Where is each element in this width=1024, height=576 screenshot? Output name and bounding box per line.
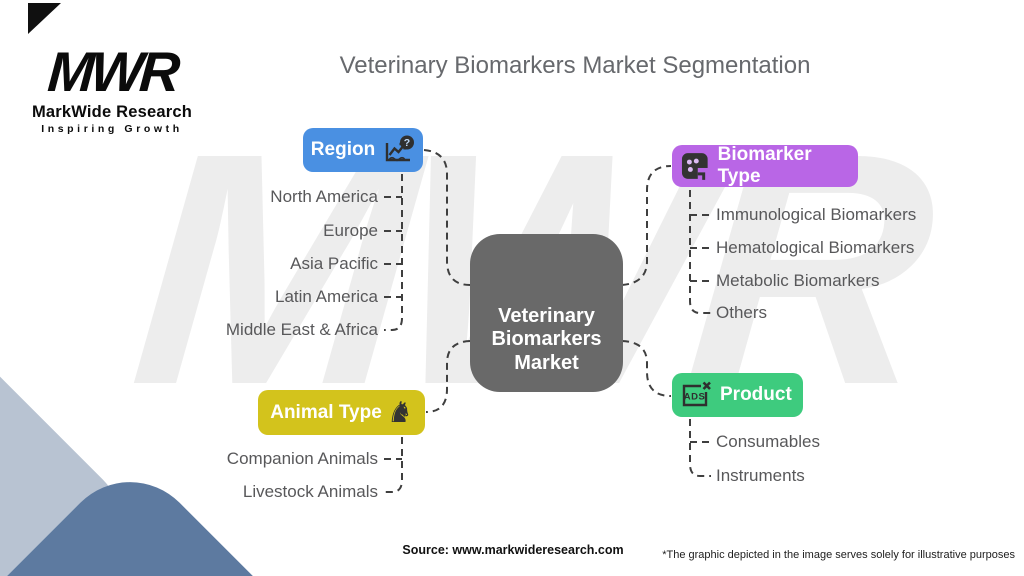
source-text: Source: www.markwideresearch.com bbox=[402, 543, 624, 557]
branch-box-animal-type: Animal Type ♞ bbox=[258, 390, 425, 435]
logo-acronym: MWR bbox=[45, 40, 179, 103]
svg-text:ADS: ADS bbox=[684, 392, 706, 403]
branch-box-product: ADS Product bbox=[672, 373, 803, 417]
ads-box-icon: ADS bbox=[682, 381, 711, 407]
connector-center-product bbox=[621, 340, 672, 397]
connector-region-center bbox=[423, 149, 471, 286]
logo-company-name: MarkWide Research bbox=[31, 103, 193, 121]
list-item-companion-animals: Companion Animals bbox=[226, 449, 378, 468]
rail-biomarker bbox=[689, 190, 711, 314]
footnote-text: *The graphic depicted in the image serve… bbox=[662, 549, 1015, 561]
list-item-latin-america: Latin America bbox=[275, 287, 378, 306]
list-item-asia-pacific: Asia Pacific bbox=[290, 254, 378, 273]
branch-label-region: Region bbox=[310, 139, 376, 160]
branch-label-biomarker-type: Biomarker Type bbox=[717, 144, 812, 187]
connector-center-animal bbox=[425, 340, 471, 413]
branch-label-product: Product bbox=[720, 384, 792, 405]
list-item-metabolic-biomarkers: Metabolic Biomarkers bbox=[716, 271, 880, 290]
branch-box-region: Region ? bbox=[303, 128, 423, 172]
branch-label-animal-type: Animal Type bbox=[270, 401, 382, 423]
line-chart-question-icon: ? bbox=[385, 135, 415, 162]
rail-region bbox=[384, 174, 403, 331]
logo-tagline: Inspiring Growth bbox=[41, 123, 183, 135]
center-node-veterinary-biomarkers-market: Veterinary Biomarkers Market bbox=[470, 234, 623, 392]
center-node-line: Veterinary bbox=[498, 304, 595, 327]
svg-text:?: ? bbox=[404, 137, 410, 149]
list-item-hematological-biomarkers: Hematological Biomarkers bbox=[716, 238, 915, 257]
rail-product bbox=[689, 419, 711, 477]
page-title: Veterinary Biomarkers Market Segmentatio… bbox=[339, 52, 811, 79]
connector-center-biomarker bbox=[621, 165, 672, 286]
list-item-others: Others bbox=[716, 303, 768, 322]
list-item-livestock-animals: Livestock Animals bbox=[242, 482, 378, 501]
horse-icon: ♞ bbox=[386, 395, 413, 429]
center-node-line: Biomarkers bbox=[491, 328, 602, 350]
rail-animal bbox=[384, 437, 403, 493]
center-node-line: Market bbox=[514, 351, 579, 374]
branch-box-biomarker-type: Biomarker Type bbox=[672, 144, 858, 187]
list-item-europe: Europe bbox=[323, 221, 378, 240]
markwide-logo: MWR MarkWide Research Inspiring Growth bbox=[28, 40, 196, 135]
list-item-immunological-biomarkers: Immunological Biomarkers bbox=[716, 205, 917, 224]
list-item-north-america: North America bbox=[270, 187, 378, 206]
scatter-plot-icon bbox=[681, 153, 709, 180]
list-item-middle-east-africa: Middle East & Africa bbox=[225, 320, 378, 339]
list-item-instruments: Instruments bbox=[716, 466, 805, 485]
list-item-consumables: Consumables bbox=[716, 432, 820, 451]
